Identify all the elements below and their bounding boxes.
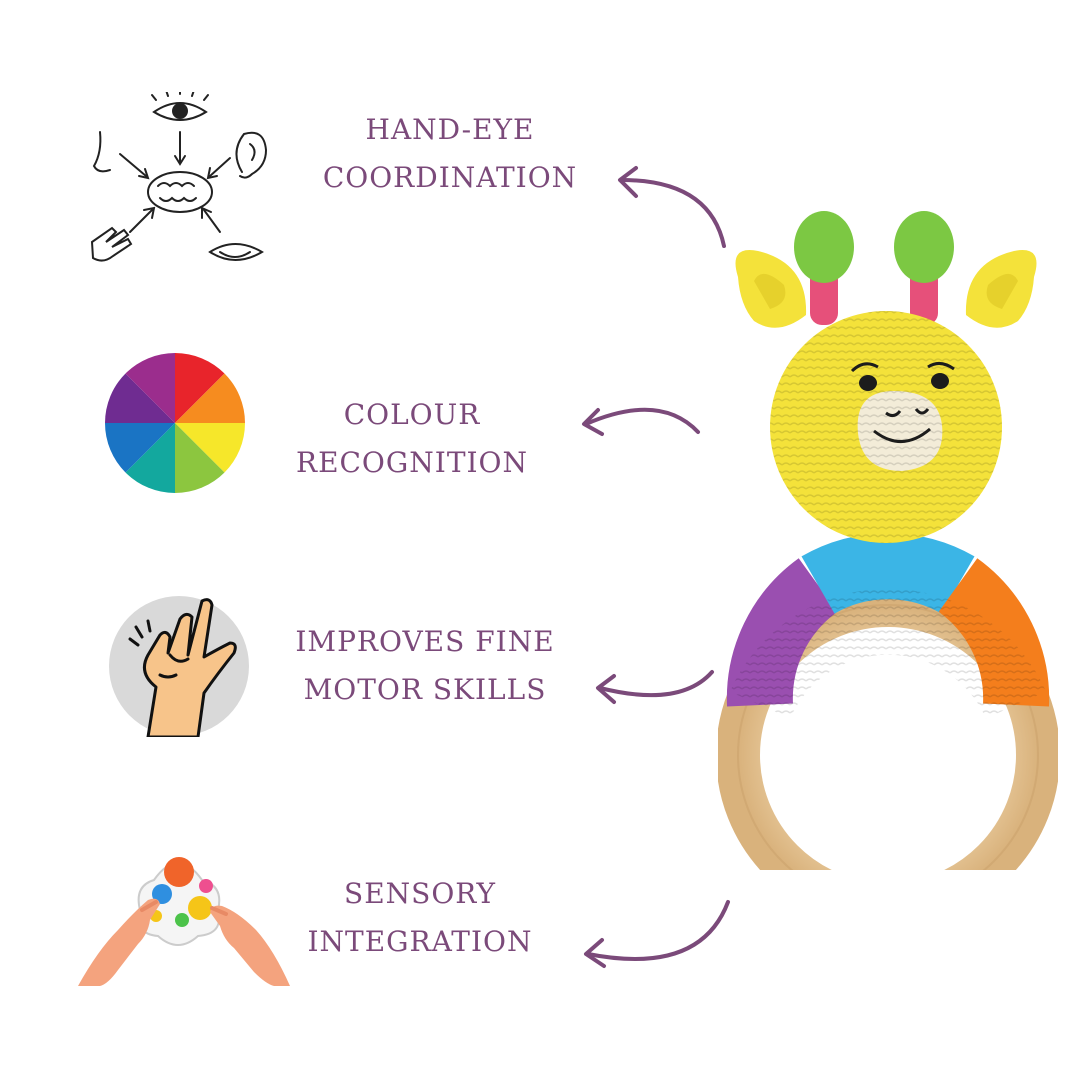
arrow-sensory: [586, 900, 730, 962]
giraffe-crochet-rattle-image: [718, 205, 1058, 870]
color-wheel-icon: [105, 353, 245, 493]
benefit-line1: COLOUR: [343, 398, 481, 431]
benefit-line2: MOTOR SKILLS: [303, 673, 547, 706]
pop-fidget-icon: [78, 850, 290, 990]
benefit-line1: IMPROVES FINE: [295, 625, 555, 658]
senses-brain-icon: [80, 92, 280, 277]
arrow-motor: [598, 670, 714, 698]
benefit-hand-eye-label: HAND-EYE COORDINATION: [300, 106, 600, 202]
arrow-hand-eye: [620, 178, 726, 248]
benefit-motor-label: IMPROVES FINE MOTOR SKILLS: [270, 618, 580, 714]
benefit-line1: HAND-EYE: [365, 113, 535, 146]
benefit-line2: RECOGNITION: [295, 446, 529, 479]
benefit-line2: COORDINATION: [322, 161, 578, 194]
arrow-colour: [584, 407, 700, 434]
benefit-line1: SENSORY: [344, 877, 496, 910]
benefit-colour-label: COLOUR RECOGNITION: [262, 391, 562, 487]
benefit-sensory-label: SENSORY INTEGRATION: [270, 870, 570, 966]
benefit-line2: INTEGRATION: [307, 925, 533, 958]
hand-gesture-icon: [108, 595, 250, 737]
